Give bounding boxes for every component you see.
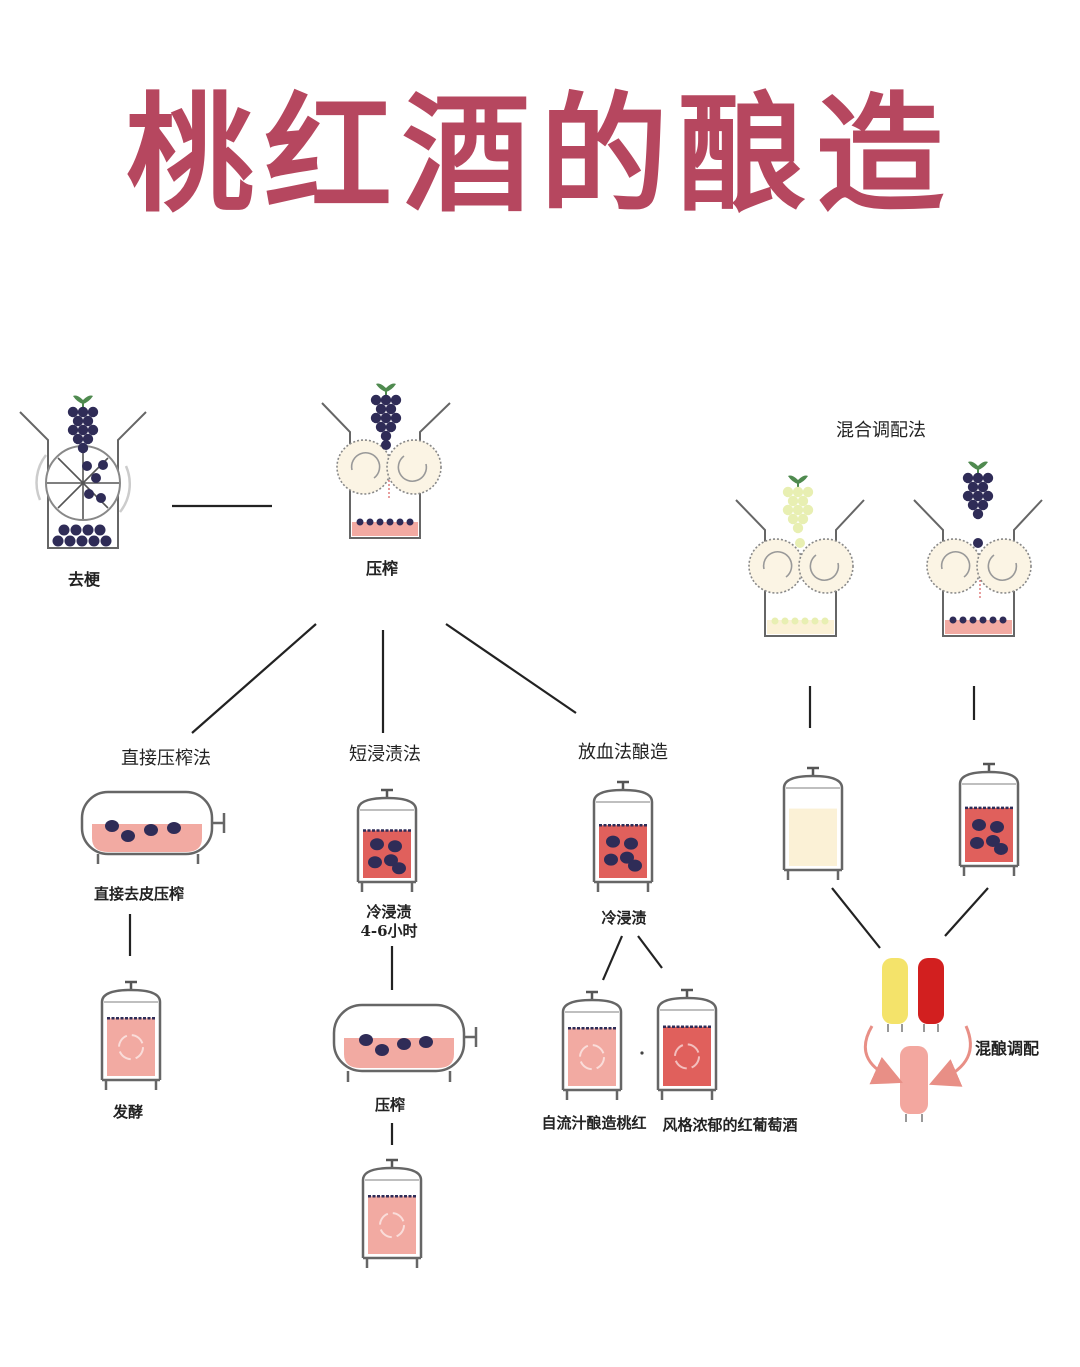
white-grape-press-icon (735, 499, 865, 637)
blend-icon (863, 958, 972, 1122)
fermenter-tank-short (361, 1158, 423, 1268)
label-saignee: 放血法酿造 (578, 742, 668, 763)
label-free-run-rose: 自流汁酿造桃红 (541, 1114, 647, 1132)
label-destem: 去梗 (67, 570, 101, 589)
label-press-2: 压榨 (374, 1096, 406, 1114)
fermenter-tank-direct (100, 980, 162, 1090)
label-blending: 混酿调配 (974, 1039, 1040, 1058)
saignee-tank (592, 780, 654, 892)
label-cold-soak-line1: 冷浸渍 (366, 903, 412, 921)
label-press: 压榨 (365, 559, 399, 578)
red-wine-tank (958, 762, 1020, 876)
label-direct-skin-press: 直接去皮压榨 (93, 885, 185, 903)
label-cold-soak-duration: 冷浸渍 4-6小时 (360, 903, 417, 941)
label-ferment: 发酵 (112, 1103, 144, 1121)
white-grape-bunch-icon (782, 475, 814, 534)
label-direct-press: 直接压榨法 (121, 748, 211, 769)
grape-bunch-icon (962, 461, 994, 520)
label-cold-soak-line2: 4-6小时 (360, 921, 418, 940)
label-rich-red-wine: 风格浓郁的红葡萄酒 (662, 1116, 798, 1134)
red-grape-press-icon (913, 499, 1043, 637)
label-cold-soak: 冷浸渍 (601, 909, 647, 927)
press-icon (321, 402, 451, 539)
maceration-tank (356, 788, 418, 892)
rich-red-tank (656, 988, 718, 1100)
horizontal-press-icon (80, 790, 226, 864)
label-blend-method: 混合调配法 (836, 420, 926, 441)
grape-bunch-icon (67, 395, 99, 454)
label-short-maceration: 短浸渍法 (349, 744, 421, 765)
grape-bunch-icon (370, 383, 402, 442)
page-title: 桃红酒的酿造 (125, 81, 954, 230)
horizontal-press-icon (332, 1003, 478, 1082)
connector-lines (128, 504, 989, 1145)
white-wine-tank (782, 766, 844, 880)
free-run-rose-tank (561, 990, 623, 1100)
